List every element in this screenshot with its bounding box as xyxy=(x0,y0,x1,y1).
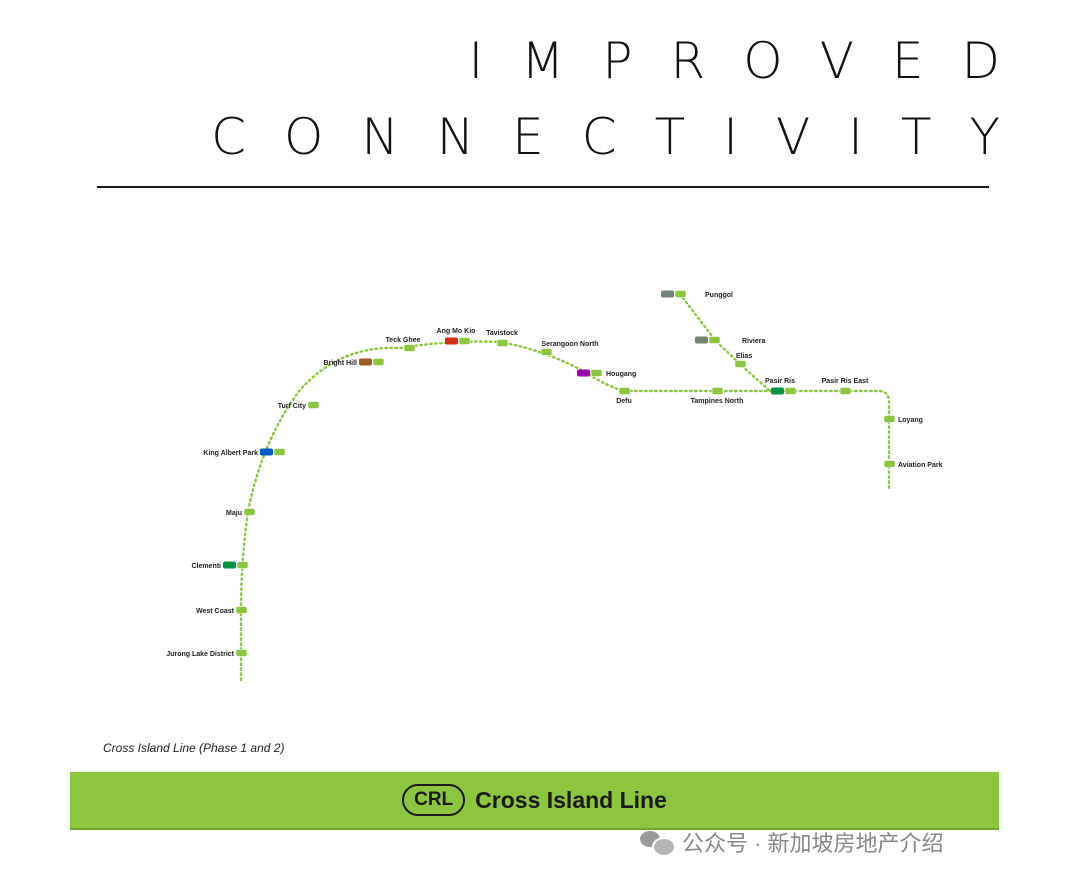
station-loyang: Loyang xyxy=(883,415,923,424)
map-caption: Cross Island Line (Phase 1 and 2) xyxy=(103,741,285,755)
station-label: Maju xyxy=(226,510,242,517)
header-divider xyxy=(97,186,989,188)
crl-station-pill xyxy=(883,415,896,423)
station-label: Pasir Ris xyxy=(765,378,795,385)
crl-badge: CRL xyxy=(402,784,466,816)
crl-station-pill xyxy=(458,337,471,345)
interchange-badge xyxy=(695,336,708,344)
station-label: Loyang xyxy=(898,417,923,424)
station-bright-hill: Bright Hill xyxy=(324,358,385,367)
interchange-badge xyxy=(445,337,458,345)
station-maju: Maju xyxy=(226,508,256,517)
station-defu: Defu xyxy=(616,387,632,405)
crl-banner-name: Cross Island Line xyxy=(475,786,667,813)
crl-station-pill xyxy=(235,649,248,657)
crl-station-pill xyxy=(839,387,852,395)
station-label: West Coast xyxy=(196,608,235,615)
station-label: Hougang xyxy=(606,371,636,378)
crl-station-pill xyxy=(674,290,687,298)
station-label: Clementi xyxy=(191,563,221,570)
crl-punggol-extension xyxy=(678,292,772,393)
crl-station-pill xyxy=(708,336,721,344)
crl-station-pill xyxy=(784,387,797,395)
station-elias: Elias xyxy=(734,353,752,368)
station-west-coast: West Coast xyxy=(196,606,248,615)
crl-station-pill xyxy=(236,561,249,569)
station-tampines-north: Tampines North xyxy=(691,387,744,405)
station-label: Ang Mo Kio xyxy=(437,328,476,335)
station-tavistock: Tavistock xyxy=(486,330,518,347)
station-label: Defu xyxy=(616,398,632,405)
station-ang-mo-kio: Ang Mo Kio xyxy=(437,328,476,345)
crl-station-pill xyxy=(372,358,385,366)
station-riviera: Riviera xyxy=(695,336,765,345)
crl-station-pill xyxy=(403,344,416,352)
crl-station-pill xyxy=(243,508,256,516)
crl-banner: CRL Cross Island Line xyxy=(70,772,999,830)
station-king-albert-park: King Albert Park xyxy=(203,448,286,457)
crl-station-pill xyxy=(618,387,631,395)
wechat-icon xyxy=(640,829,676,857)
station-label: Tavistock xyxy=(486,330,518,337)
interchange-badge xyxy=(577,369,590,377)
title-improved: IMPROVED xyxy=(468,32,1038,90)
crl-station-pill xyxy=(883,460,896,468)
title-connectivity: CONNECTIVITY xyxy=(211,108,1038,166)
station-label: Tampines North xyxy=(691,398,744,405)
station-clementi: Clementi xyxy=(191,561,249,570)
crl-station-pill xyxy=(273,448,286,456)
interchange-badge xyxy=(661,290,674,298)
station-punggol: Punggol xyxy=(661,290,733,299)
station-label: Riviera xyxy=(742,338,765,345)
station-aviation-park: Aviation Park xyxy=(883,460,943,469)
station-label: Bright Hill xyxy=(324,360,357,367)
crl-station-pill xyxy=(540,348,553,356)
interchange-badge xyxy=(260,448,273,456)
station-label: Punggol xyxy=(705,292,733,299)
station-label: Turf City xyxy=(278,403,306,410)
interchange-badge xyxy=(771,387,784,395)
crl-station-pill xyxy=(734,360,747,368)
station-label: Aviation Park xyxy=(898,462,943,469)
station-label: Elias xyxy=(736,353,752,360)
station-jurong-lake-district: Jurong Lake District xyxy=(166,649,248,658)
watermark-text: 公众号 · 新加坡房地产介绍 xyxy=(682,831,944,856)
station-label: Teck Ghee xyxy=(386,337,421,344)
crl-station-pill xyxy=(235,606,248,614)
station-label: Serangoon North xyxy=(541,341,598,348)
crl-station-pill xyxy=(711,387,724,395)
interchange-badge xyxy=(223,561,236,569)
crl-station-pill xyxy=(307,401,320,409)
station-teck-ghee: Teck Ghee xyxy=(386,337,421,352)
station-pasir-ris-east: Pasir Ris East xyxy=(822,378,869,395)
station-label: Pasir Ris East xyxy=(822,378,869,385)
interchange-badge xyxy=(359,358,372,366)
crl-station-pill xyxy=(590,369,603,377)
watermark: 公众号 · 新加坡房地产介绍 xyxy=(640,826,944,858)
station-turf-city: Turf City xyxy=(278,401,320,410)
station-label: King Albert Park xyxy=(203,450,258,457)
station-pasir-ris: Pasir Ris xyxy=(765,378,797,395)
crl-station-pill xyxy=(496,339,509,347)
station-hougang: Hougang xyxy=(577,369,636,378)
station-label: Jurong Lake District xyxy=(166,651,234,658)
station-serangoon-north: Serangoon North xyxy=(540,341,599,356)
